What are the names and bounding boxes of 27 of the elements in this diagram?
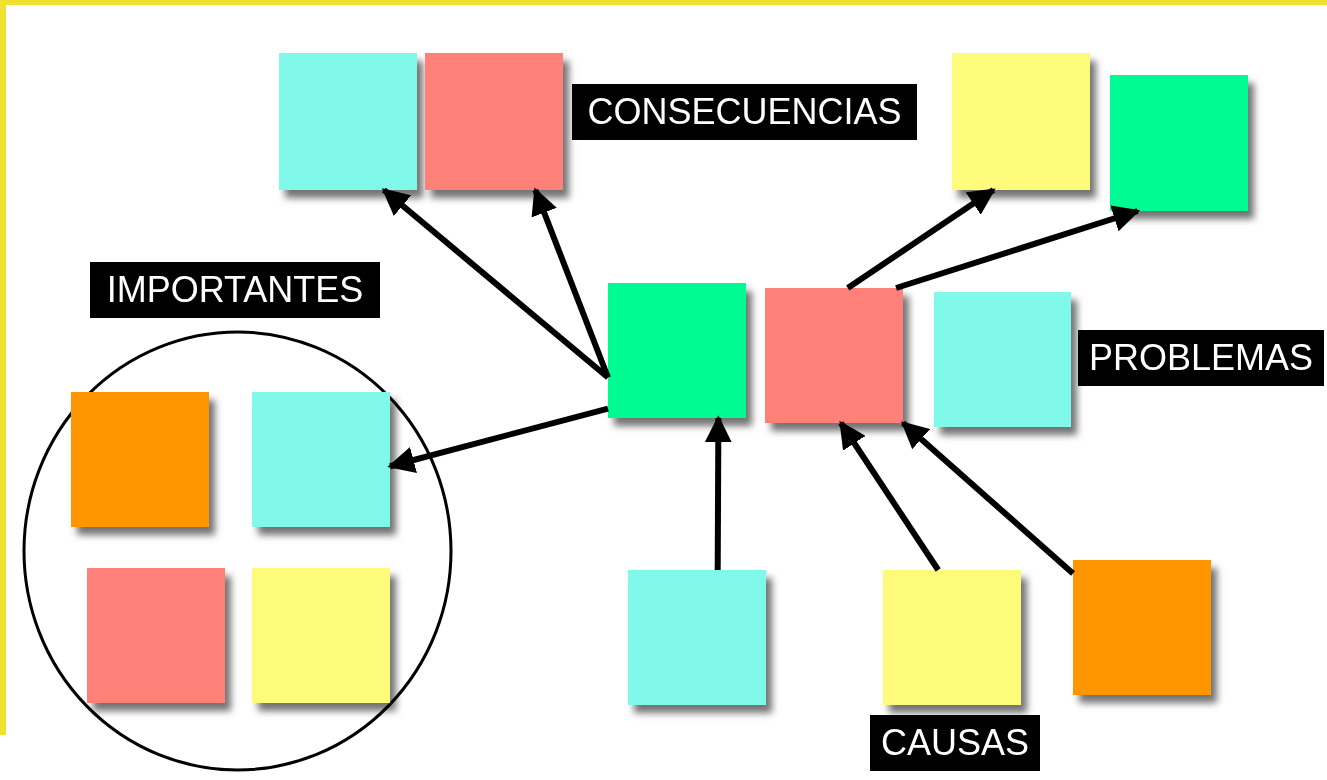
arrow	[531, 187, 611, 379]
sticky-note	[71, 392, 209, 527]
sticky-note	[952, 53, 1090, 190]
arrow	[838, 420, 941, 572]
sticky-note	[628, 570, 766, 705]
arrow	[381, 187, 610, 380]
text-label: IMPORTANTES	[90, 262, 380, 318]
sticky-note	[279, 53, 417, 190]
sticky-note	[1073, 560, 1211, 695]
sticky-note	[87, 568, 225, 703]
arrow	[704, 415, 732, 570]
sticky-note	[883, 570, 1021, 705]
sticky-note	[425, 53, 563, 190]
sticky-note	[934, 292, 1071, 427]
sticky-note	[252, 568, 390, 703]
arrow	[895, 205, 1141, 291]
sticky-note	[608, 283, 746, 418]
sticky-note	[765, 288, 903, 423]
arrow	[387, 405, 609, 474]
text-label: PROBLEMAS	[1078, 330, 1324, 386]
text-label: CONSECUENCIAS	[572, 84, 917, 140]
arrow	[901, 420, 1075, 576]
sticky-note	[252, 392, 390, 527]
text-label: CAUSAS	[870, 715, 1040, 771]
sticky-note	[1110, 75, 1248, 211]
grouping-circle	[22, 330, 453, 772]
arrow	[846, 187, 996, 291]
